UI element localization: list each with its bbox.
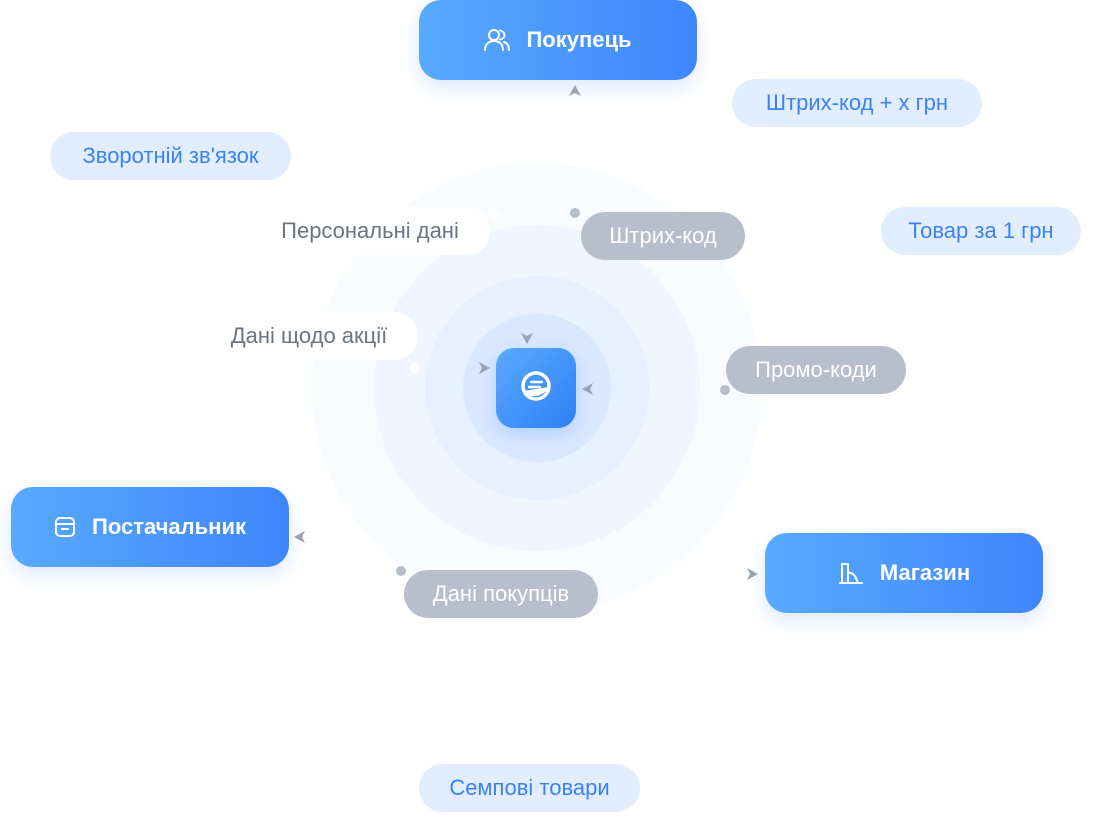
flow-purchase-data: Дані покупців — [404, 570, 598, 618]
orbit-dot — [720, 385, 730, 395]
tag-barcode-plus: Штрих-код + х грн — [732, 79, 982, 127]
orbit-dot — [396, 566, 406, 576]
arrow-right-icon — [747, 568, 758, 580]
users-icon — [484, 28, 511, 52]
arrow-up-icon — [569, 85, 581, 96]
tag-product-1uah: Товар за 1 грн — [881, 207, 1081, 255]
buyer-label: Покупець — [526, 27, 632, 52]
store-label: Магазин — [879, 560, 971, 585]
currency-logo-icon — [519, 369, 553, 408]
buyer-node: Покупець — [419, 0, 697, 80]
store-node: Магазин — [765, 533, 1043, 613]
supplier-node: Постачальник — [11, 487, 289, 567]
store-icon — [838, 561, 864, 585]
arrow-left-icon — [582, 383, 593, 395]
center-logo — [496, 348, 576, 428]
tag-feedback: Зворотній зв'язок — [50, 132, 291, 180]
tag-samples: Семпові товари — [419, 764, 640, 812]
orbit-dot — [570, 208, 580, 218]
arrow-left-icon — [294, 531, 305, 543]
flow-barcode: Штрих-код — [581, 212, 745, 260]
box-icon — [54, 516, 76, 538]
arrow-down-icon — [521, 333, 533, 344]
arrow-right-icon — [479, 362, 490, 374]
flow-personal-data: Персональні дані — [250, 207, 490, 255]
supplier-label: Постачальник — [92, 514, 246, 539]
orbit-dot — [490, 210, 500, 220]
orbit-dot — [410, 363, 420, 373]
flow-promo-codes: Промо-коди — [726, 346, 906, 394]
flow-promo-data: Дані щодо акції — [200, 312, 418, 360]
